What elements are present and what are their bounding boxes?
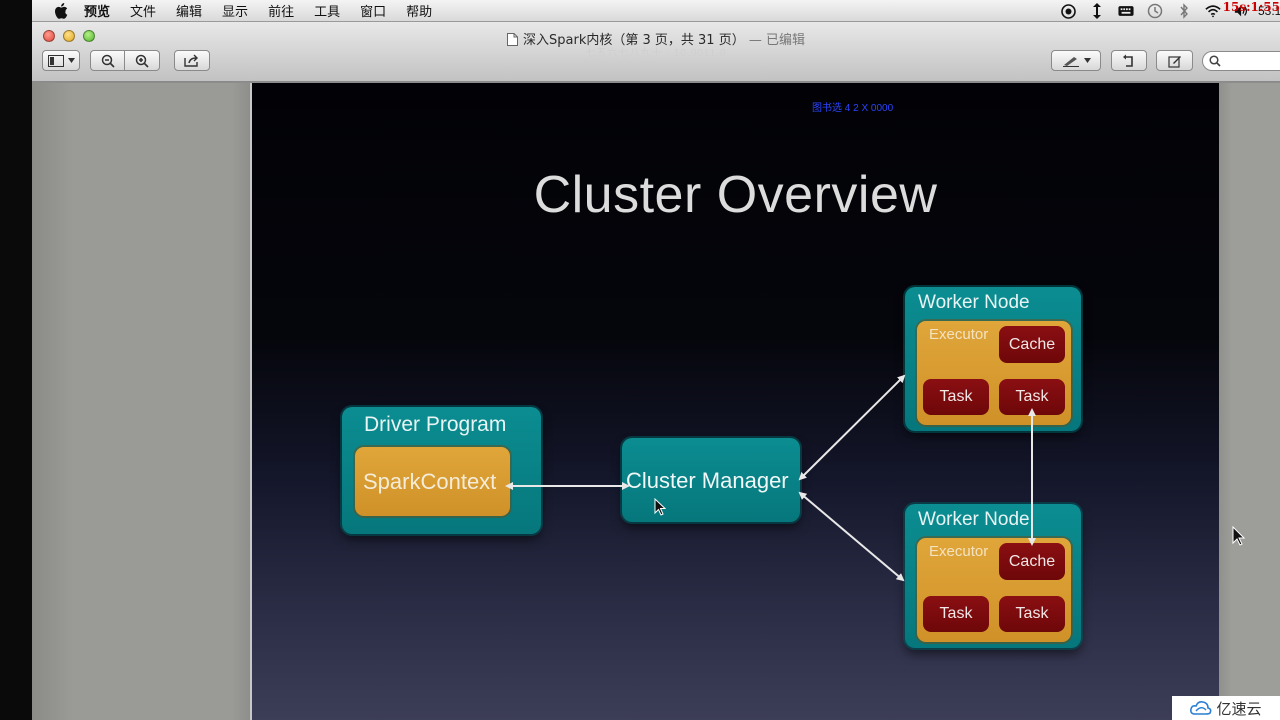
executor-box: Executor Cache Task Task (917, 538, 1071, 642)
task-box: Task (923, 379, 989, 415)
menu-edit[interactable]: 编辑 (176, 5, 203, 20)
mouse-pointer-icon (1232, 525, 1246, 551)
document-title: 深入Spark内核（第 3 页，共 31 页） (523, 33, 745, 48)
cache-box: Cache (999, 326, 1065, 363)
status-menus: 53:1 (1047, 0, 1280, 22)
cloud-logo-icon (1190, 701, 1212, 715)
edited-status: — 已编辑 (744, 33, 805, 48)
faded-subtitle: 七五六七八九十 : 10.0011.0 (585, 48, 727, 59)
worker-node-label: Worker Node (918, 509, 1030, 530)
menu-clock[interactable]: 53:1 (1258, 4, 1280, 18)
spark-context-box: SparkContext (355, 447, 510, 516)
rotate-button[interactable] (1111, 50, 1147, 71)
site-watermark: 亿速云 (1172, 696, 1280, 720)
annotate-button[interactable] (1051, 50, 1101, 71)
watermark-text: 亿速云 (1216, 699, 1262, 718)
executor-box: Executor Cache Task Task (917, 321, 1071, 425)
worker-node-box: Worker Node Executor Cache Task Task (905, 287, 1081, 431)
sidebar-view-button[interactable] (42, 50, 80, 71)
menu-bar: 预览 文件 编辑 显示 前往 工具 窗口 帮助 53:1 15s:1:55 (32, 0, 1280, 22)
wifi-icon[interactable] (1205, 3, 1221, 19)
edit-icon (1167, 55, 1181, 68)
connection-arrows (505, 374, 1036, 582)
cluster-manager-box: Cluster Manager (622, 438, 800, 522)
menu-view[interactable]: 显示 (222, 5, 249, 20)
bluetooth-icon[interactable] (1176, 3, 1192, 19)
driver-program-box: Driver Program SparkContext (342, 407, 541, 534)
zoom-in-button[interactable] (125, 50, 160, 71)
spark-context-label: SparkContext (363, 469, 497, 494)
menu-file[interactable]: 文件 (130, 5, 157, 20)
worker-node-label: Worker Node (918, 292, 1030, 313)
slide-title: Cluster Overview (533, 166, 938, 224)
task-box: Task (923, 596, 989, 632)
menu-tools[interactable]: 工具 (314, 5, 341, 20)
screen-border (0, 0, 32, 720)
apple-menu-icon[interactable] (50, 0, 72, 22)
rotate-icon (1123, 54, 1133, 67)
chevron-down-icon (1083, 58, 1091, 63)
share-button[interactable] (174, 50, 210, 71)
zoom-in-icon (135, 54, 149, 68)
edit-toolbar-button[interactable] (1156, 50, 1193, 71)
pen-icon (1062, 56, 1079, 67)
menu-window[interactable]: 窗口 (360, 5, 387, 20)
zoom-out-icon (101, 54, 115, 68)
minimize-window-button[interactable] (63, 30, 75, 42)
search-field[interactable] (1202, 51, 1280, 71)
page-edge (250, 83, 252, 720)
cluster-manager-label: Cluster Manager (626, 468, 789, 493)
close-window-button[interactable] (43, 30, 55, 42)
zoom-window-button[interactable] (83, 30, 95, 42)
time-machine-icon[interactable] (1147, 3, 1163, 19)
worker-node-box: Worker Node Executor Cache Task Task (905, 504, 1081, 648)
cache-box: Cache (999, 543, 1065, 580)
slide-page: 图书选 4 2 X 0000 Cluster Overview Driver P… (252, 83, 1219, 720)
window-title: 深入Spark内核（第 3 页，共 31 页） — 已编辑 (32, 29, 1280, 48)
recording-timestamp: 15s:1:55 (1222, 0, 1280, 14)
volume-icon[interactable] (1234, 3, 1250, 19)
menu-go[interactable]: 前往 (268, 5, 295, 20)
resize-arrows-icon[interactable] (1089, 3, 1105, 19)
mouse-pointer-icon (654, 497, 667, 521)
record-icon[interactable] (1060, 3, 1076, 19)
zoom-out-button[interactable] (90, 50, 125, 71)
executor-label: Executor (929, 543, 989, 560)
executor-label: Executor (929, 326, 989, 343)
preview-window: 深入Spark内核（第 3 页，共 31 页） — 已编辑 七五六七八九十 : … (32, 22, 1280, 720)
keyboard-icon[interactable] (1118, 3, 1134, 19)
search-icon (1209, 55, 1221, 67)
arrow-manager-to-worker2 (798, 491, 905, 582)
share-icon (184, 54, 198, 67)
menu-app-preview[interactable]: 预览 (84, 5, 111, 20)
page-marker-text: 图书选 4 2 X 0000 (812, 103, 894, 114)
arrow-manager-to-worker1 (798, 374, 906, 481)
window-titlebar: 深入Spark内核（第 3 页，共 31 页） — 已编辑 七五六七八九十 : … (32, 22, 1280, 82)
driver-program-label: Driver Program (364, 413, 507, 436)
chevron-down-icon (67, 58, 75, 63)
menu-help[interactable]: 帮助 (406, 5, 433, 20)
sidebar-icon (47, 54, 64, 67)
task-box: Task (999, 596, 1065, 632)
pdf-document-icon (507, 33, 519, 46)
